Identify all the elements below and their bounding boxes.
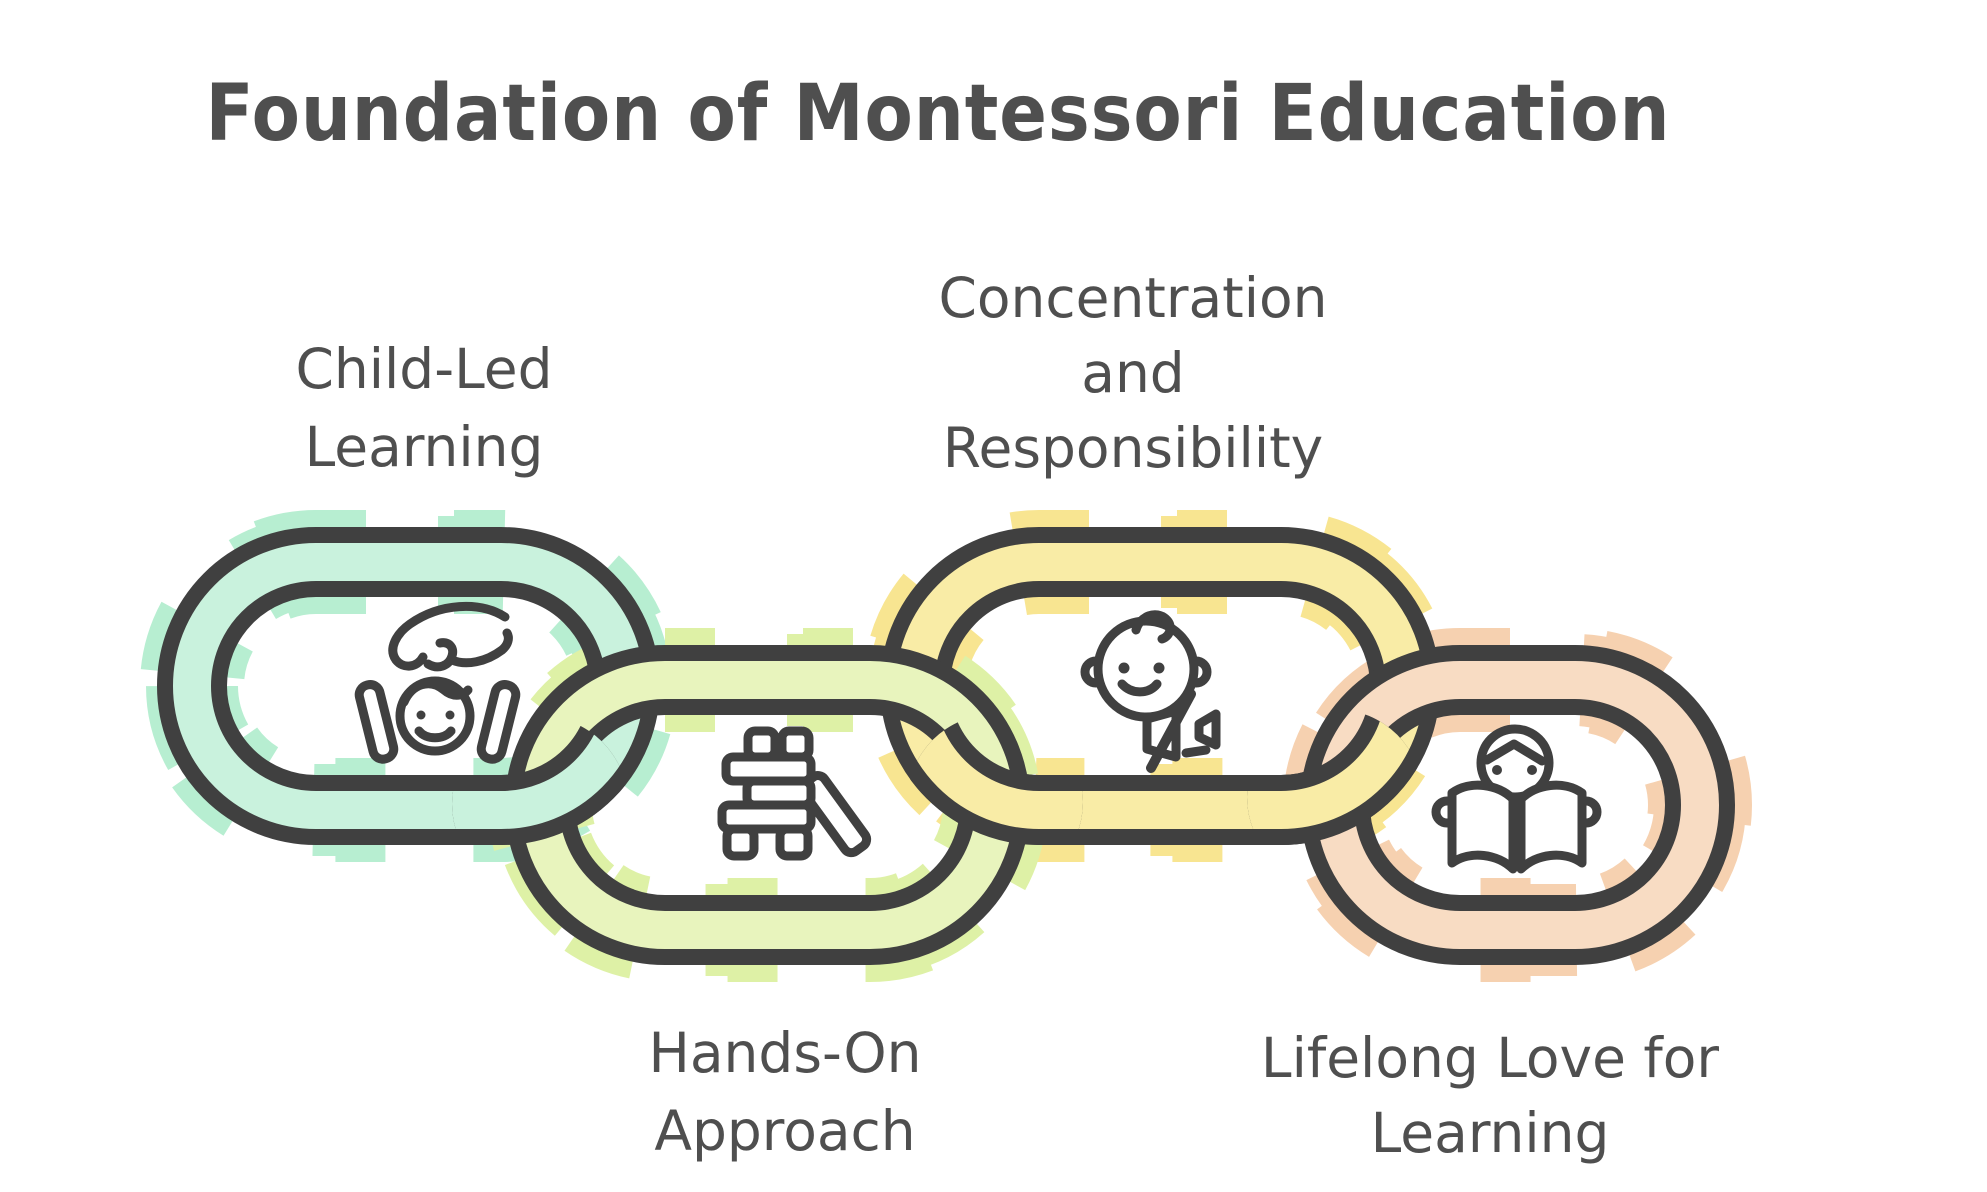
label-line: Child-Led	[295, 337, 552, 401]
quiet-baby-icon	[1080, 610, 1221, 773]
label-line: Lifelong Love for	[1261, 1026, 1720, 1090]
label-hands-on-approach: Hands-On Approach	[648, 1021, 921, 1163]
label-line: Responsibility	[943, 416, 1323, 480]
chain-link-hands-on-approach	[505, 645, 1030, 965]
label-lifelong-love-learning: Lifelong Love for Learning	[1261, 1026, 1720, 1165]
child-care-icon	[354, 601, 521, 764]
reading-book-icon	[1431, 724, 1602, 874]
diagram-title: Foundation of Montessori Education	[206, 69, 1671, 159]
label-line: Concentration	[938, 266, 1327, 330]
label-line: Learning	[1371, 1101, 1610, 1165]
label-line: Approach	[654, 1099, 915, 1163]
label-line: and	[1081, 341, 1184, 405]
label-concentration-responsibility: Concentration and Responsibility	[938, 266, 1327, 480]
label-line: Learning	[305, 415, 544, 479]
label-child-led-learning: Child-Led Learning	[295, 337, 552, 479]
label-line: Hands-On	[648, 1021, 921, 1085]
building-blocks-icon	[717, 726, 872, 861]
